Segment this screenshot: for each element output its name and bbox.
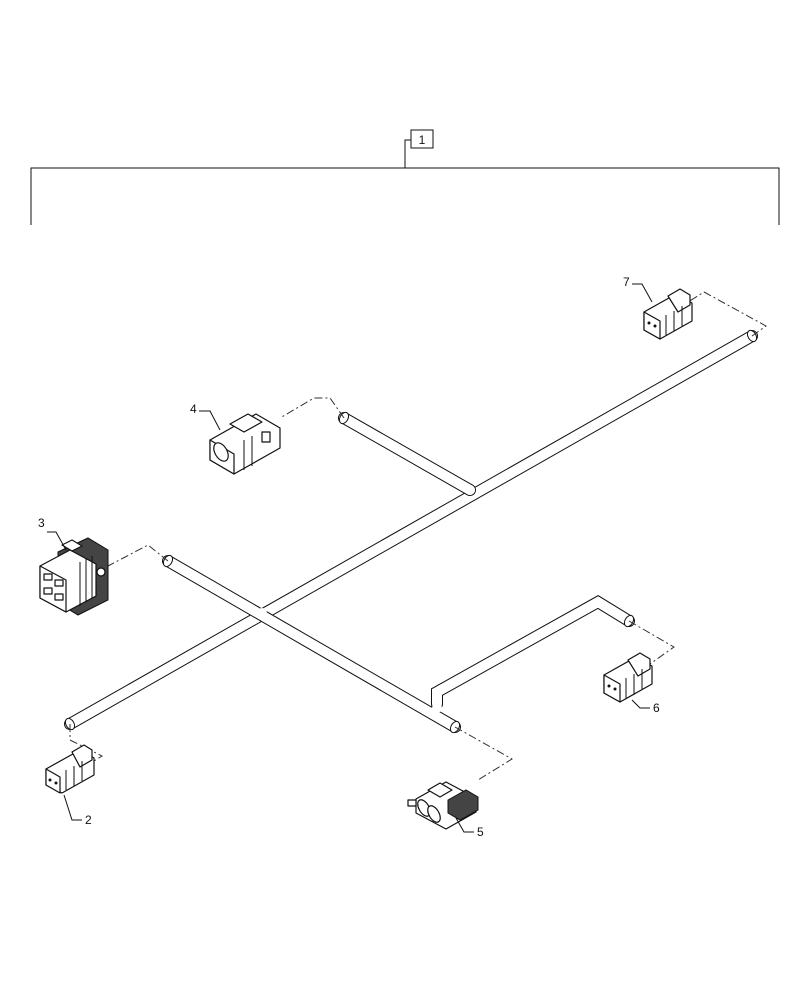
connector-5	[407, 781, 479, 830]
svg-text:3: 3	[38, 516, 45, 530]
svg-text:7: 7	[623, 275, 630, 289]
harness-tubes	[64, 329, 758, 734]
callout-4: 4	[190, 402, 221, 431]
callout-5: 5	[455, 817, 484, 839]
svg-text:6: 6	[653, 701, 660, 715]
connector-6	[603, 652, 653, 703]
svg-text:4: 4	[190, 402, 197, 416]
connector-7	[643, 288, 693, 340]
svg-text:5: 5	[477, 825, 484, 839]
connector-3	[39, 537, 109, 616]
svg-text:2: 2	[85, 813, 92, 827]
callout-1: 1	[410, 129, 434, 149]
callout-7: 7	[623, 275, 653, 303]
assembly-bracket	[30, 139, 780, 225]
connector-2	[45, 744, 95, 794]
callout-2: 2	[63, 794, 92, 827]
callout-6: 6	[631, 699, 660, 715]
connector-4	[209, 413, 281, 475]
svg-text:1: 1	[419, 133, 426, 147]
callout-3: 3	[38, 516, 67, 551]
